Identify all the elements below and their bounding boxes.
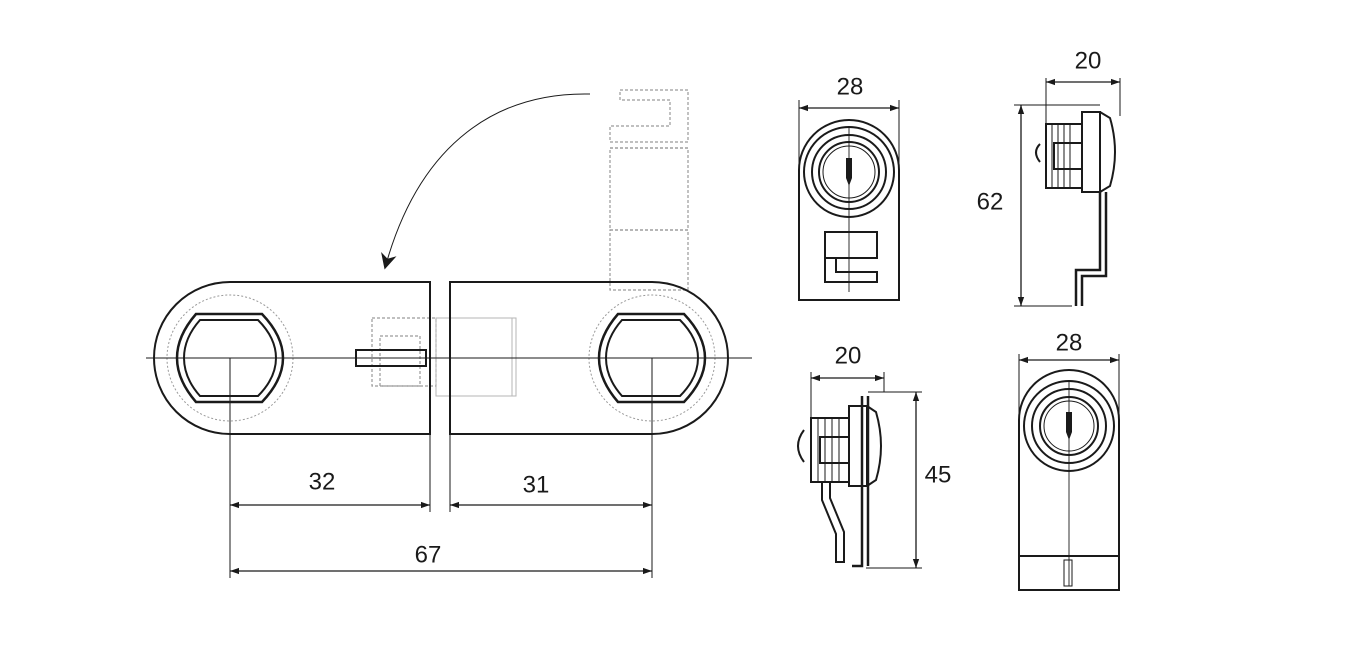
dimension-lines <box>229 358 653 578</box>
dim-side-height-top: 62 <box>977 188 1004 215</box>
top-view-assembly: 32 31 67 <box>146 89 752 578</box>
rotated-cam-ghost <box>371 89 689 397</box>
dim-right-offset: 31 <box>523 471 550 498</box>
dim-left-offset: 32 <box>309 468 336 495</box>
front-view-top: 28 <box>798 73 900 301</box>
dim-side-depth-top: 20 <box>1075 47 1102 74</box>
dim-overall-length: 67 <box>415 541 442 568</box>
left-cam-plate <box>153 281 431 435</box>
side-view-bottom: 20 45 <box>797 342 952 569</box>
rotation-arrow <box>381 93 591 270</box>
side-view-top: 20 62 <box>977 47 1121 307</box>
dim-side-height-bottom: 45 <box>925 461 952 488</box>
dim-front-width-top: 28 <box>837 73 864 100</box>
dim-side-depth-bottom: 20 <box>835 342 862 369</box>
dim-front-width-bottom: 28 <box>1056 329 1083 356</box>
front-view-bottom: 28 <box>1018 329 1120 591</box>
